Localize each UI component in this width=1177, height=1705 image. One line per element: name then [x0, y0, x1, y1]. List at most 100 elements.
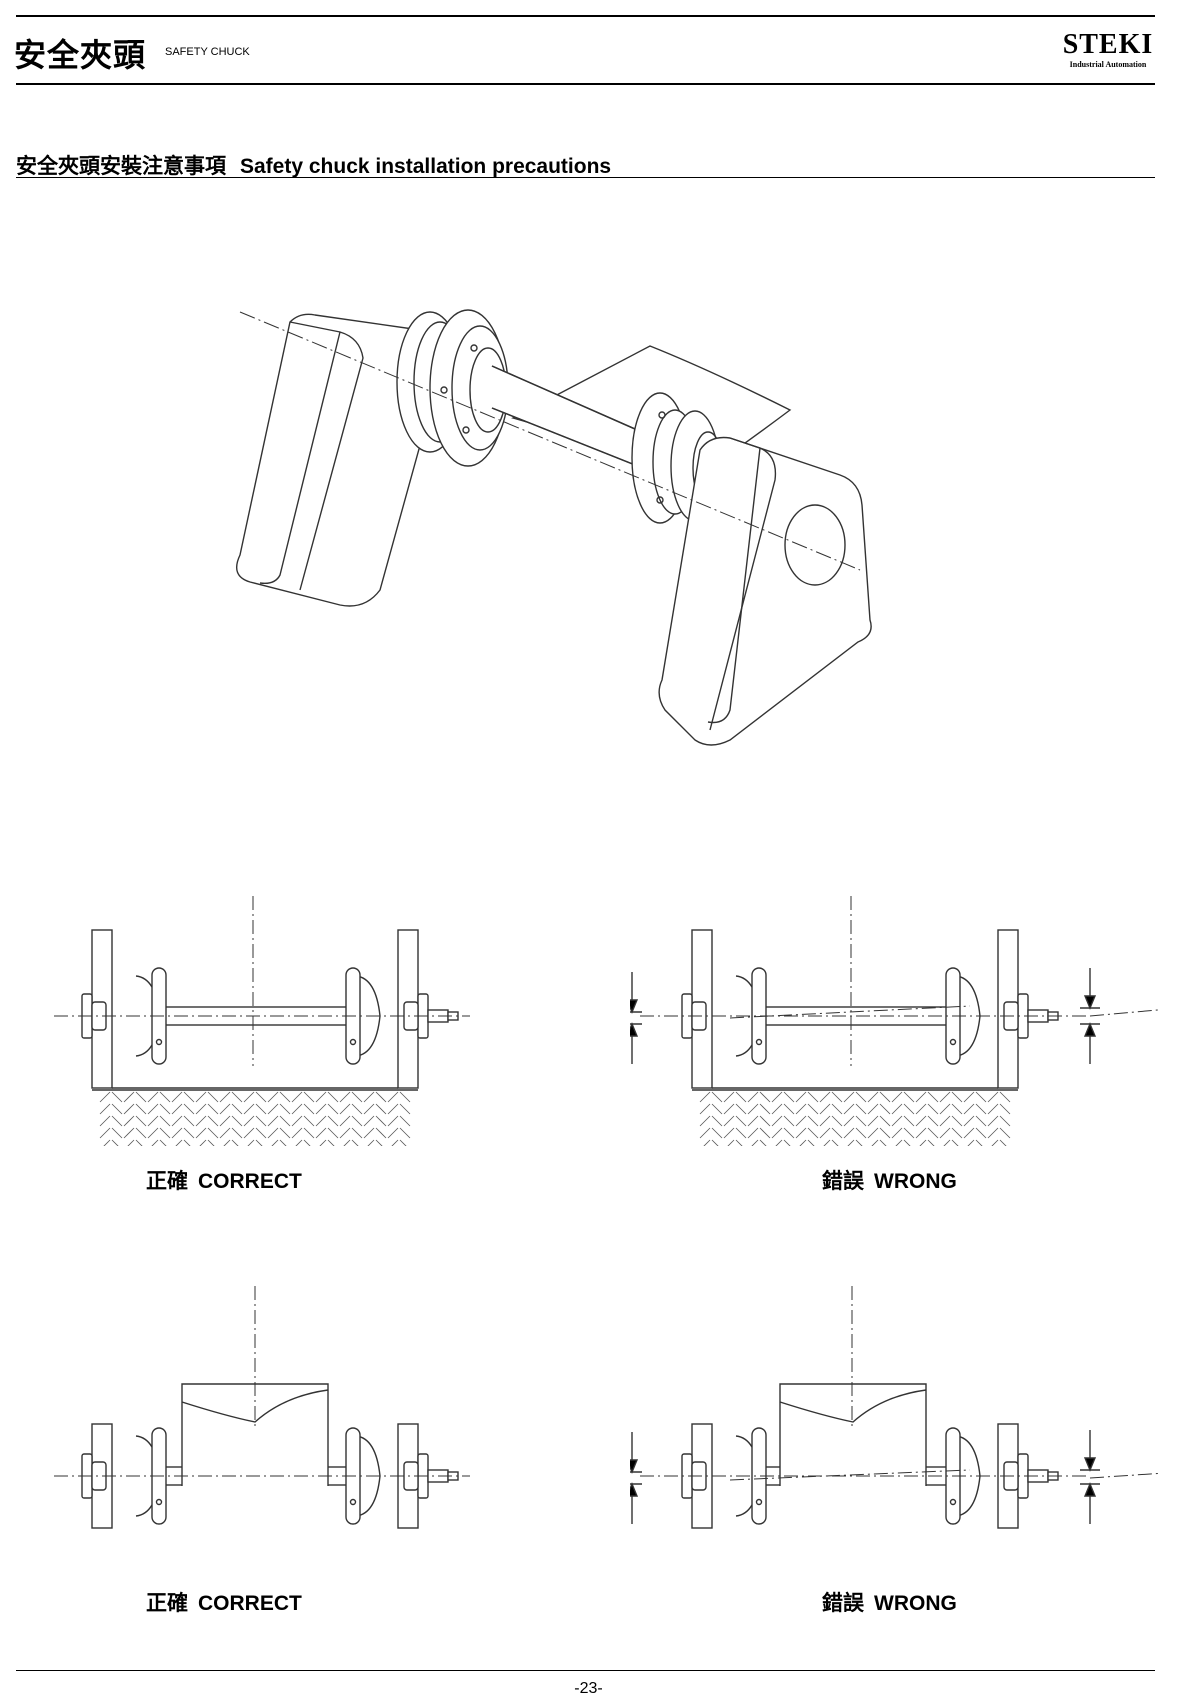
hatch-mark: [747, 1091, 759, 1103]
hatch-mark: [999, 1091, 1011, 1103]
dimension-arrow: [1083, 1457, 1097, 1472]
brand-logo: STEKI Industrial Automation: [1058, 30, 1158, 72]
hatch-mark: [895, 1139, 903, 1146]
hatch-mark: [903, 1127, 915, 1139]
hatch-mark: [327, 1127, 339, 1139]
hatch-mark: [951, 1103, 963, 1115]
hatch-mark: [807, 1091, 819, 1103]
hatch-mark: [159, 1139, 167, 1146]
hatch-mark: [999, 1127, 1011, 1139]
caption-wrong-2: 錯誤 WRONG: [822, 1587, 957, 1617]
hatch-mark: [207, 1091, 219, 1103]
hatch-mark: [147, 1091, 159, 1103]
hatch-mark: [903, 1091, 915, 1103]
hatch-mark: [279, 1091, 291, 1103]
chuck-screw: [755, 1498, 763, 1506]
hatch-mark: [367, 1139, 375, 1146]
figure-correct-2: [54, 1286, 470, 1529]
hatch-mark: [243, 1127, 255, 1139]
hatch-mark: [903, 1103, 915, 1115]
hatch-mark: [939, 1127, 951, 1139]
hatch-mark: [987, 1103, 999, 1115]
hatch-mark: [255, 1103, 267, 1115]
hatch-mark: [375, 1139, 383, 1146]
hatch-mark: [375, 1127, 387, 1139]
hatch-mark: [363, 1091, 375, 1103]
hatch-mark: [231, 1103, 243, 1115]
hatch-mark: [171, 1115, 183, 1127]
hatch-mark: [711, 1139, 719, 1146]
caption-zh: 錯誤: [822, 1169, 864, 1193]
misaligned-centerline: [729, 1469, 971, 1481]
hatch-mark: [987, 1115, 999, 1127]
caption-zh: 錯誤: [822, 1591, 864, 1615]
hatch-mark: [963, 1115, 975, 1127]
hatch-mark: [943, 1139, 951, 1146]
hatch-mark: [831, 1139, 839, 1146]
hatch-mark: [159, 1091, 171, 1103]
hatch-mark: [759, 1115, 771, 1127]
dimension-arrow: [1083, 1022, 1097, 1037]
hatch-mark: [171, 1103, 183, 1115]
hatch-mark: [699, 1091, 711, 1103]
hatch-mark: [759, 1091, 771, 1103]
hatch-mark: [207, 1139, 215, 1146]
hatch-mark: [903, 1115, 915, 1127]
hatch-mark: [975, 1139, 983, 1146]
ground-plate: [92, 1090, 418, 1142]
hatch-mark: [939, 1103, 951, 1115]
hatch-mark: [919, 1139, 927, 1146]
hatch-mark: [831, 1115, 843, 1127]
hatch-mark: [843, 1103, 855, 1115]
hatch-mark: [399, 1127, 411, 1139]
hatch-mark: [735, 1139, 743, 1146]
hatch-mark: [387, 1103, 399, 1115]
hatch-mark: [915, 1115, 927, 1127]
hatch-mark: [363, 1115, 375, 1127]
dimension-arrow: [630, 1022, 639, 1037]
hatch-mark: [387, 1091, 399, 1103]
roll-tear-edge: [779, 1389, 927, 1423]
hatch-mark: [195, 1115, 207, 1127]
hatch-mark: [99, 1091, 111, 1103]
hatch-mark: [795, 1091, 807, 1103]
hatch-mark: [231, 1139, 239, 1146]
hatch-mark: [103, 1139, 111, 1146]
hatch-mark: [699, 1127, 711, 1139]
hatch-mark: [891, 1115, 903, 1127]
hatch-mark: [879, 1127, 891, 1139]
hatch-mark: [183, 1139, 191, 1146]
hatch-mark: [243, 1103, 255, 1115]
hatch-mark: [819, 1103, 831, 1115]
hatch-mark: [267, 1091, 279, 1103]
caption-en: WRONG: [874, 1592, 957, 1615]
hatch-mark: [723, 1127, 735, 1139]
chuck-screw: [155, 1038, 163, 1046]
hatch-mark: [99, 1103, 111, 1115]
hatch-mark: [819, 1091, 831, 1103]
hatch-mark: [255, 1115, 267, 1127]
hatch-mark: [759, 1127, 771, 1139]
hatch-mark: [267, 1115, 279, 1127]
ground-plate: [692, 1090, 1018, 1142]
hatch-mark: [951, 1115, 963, 1127]
hatch-mark: [783, 1127, 795, 1139]
hatch-mark: [795, 1115, 807, 1127]
hatch-mark: [351, 1103, 363, 1115]
hatch-mark: [915, 1091, 927, 1103]
hatch-mark: [747, 1127, 759, 1139]
hatch-mark: [147, 1103, 159, 1115]
hatch-mark: [279, 1103, 291, 1115]
hatch-mark: [175, 1139, 183, 1146]
figure-wrong-1: [630, 896, 1160, 1146]
hatch-mark: [183, 1115, 195, 1127]
hatch-mark: [291, 1115, 303, 1127]
hatch-mark: [391, 1139, 399, 1146]
hatch-mark: [387, 1127, 399, 1139]
hatch-mark: [903, 1139, 911, 1146]
hatch-mark: [303, 1139, 311, 1146]
hatch-mark: [375, 1103, 387, 1115]
hatch-mark: [807, 1139, 815, 1146]
hatch-mark: [159, 1127, 171, 1139]
